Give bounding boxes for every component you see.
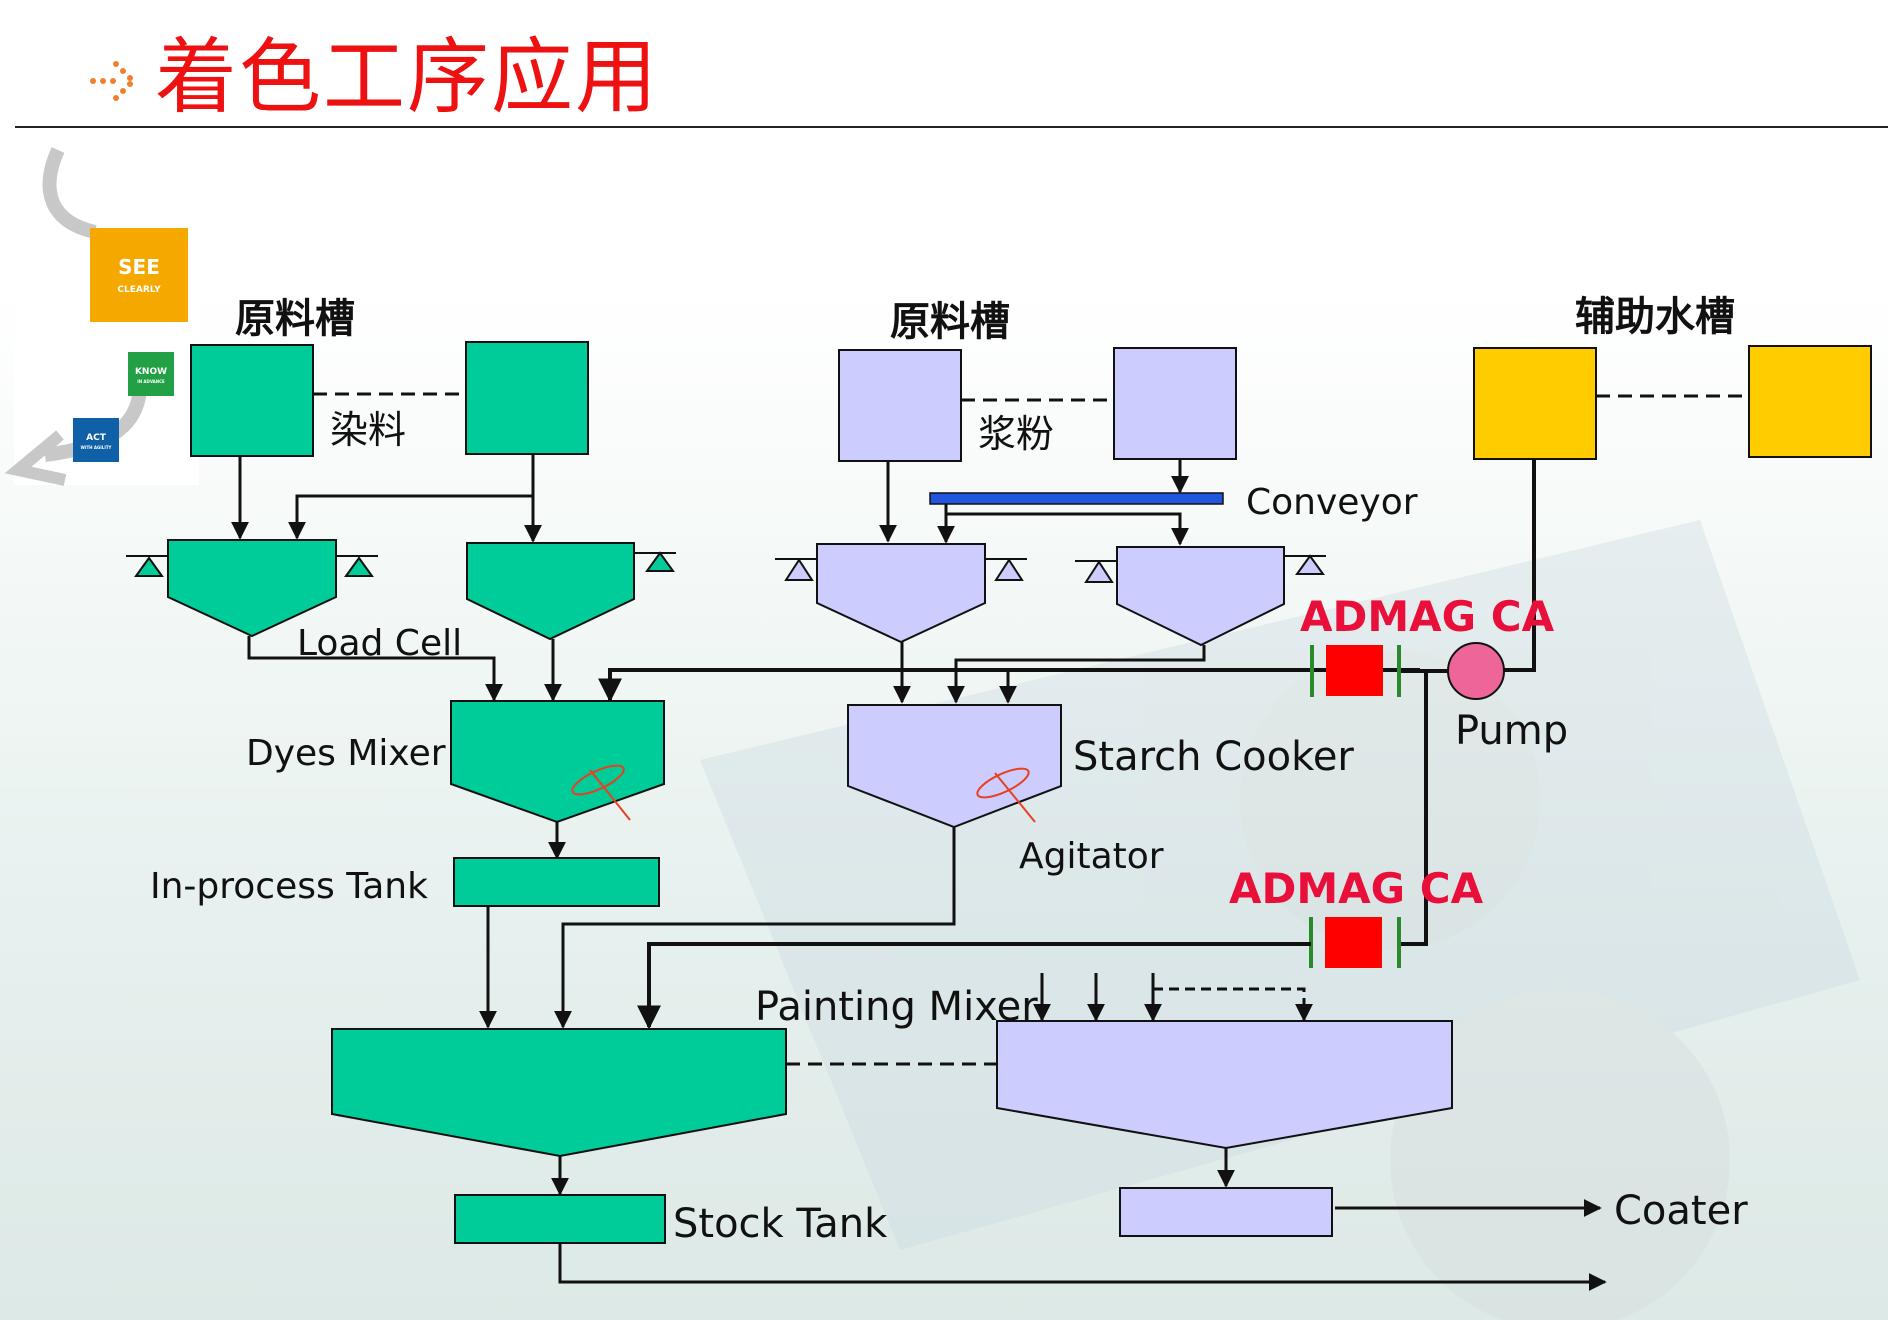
- pump-icon: [1447, 642, 1505, 700]
- logo-see-text: SEE: [118, 255, 160, 279]
- starch-weigh-hopper-1: [816, 543, 986, 644]
- dotted-arrow-icon: [90, 61, 133, 101]
- starch-raw-tank-1: [838, 349, 962, 462]
- starch-stock-tank: [1119, 1187, 1333, 1237]
- dye-raw-tank-2: [465, 341, 589, 455]
- label-starch-cooker: Starch Cooker: [1073, 734, 1354, 780]
- label-agitator: Agitator: [1019, 836, 1164, 877]
- background-watermark: [700, 520, 1860, 1320]
- dye-weigh-hopper-2: [466, 542, 635, 641]
- title-area: 着色工序应用: [0, 0, 1888, 130]
- logo-act-text: ACT: [86, 433, 107, 443]
- dye-raw-tank-1: [190, 344, 314, 457]
- logo: SEE CLEARLY KNOW IN ADVANCE ACT WITH AGI…: [4, 147, 199, 486]
- flowmeter-1-label: ADMAG CA: [1300, 592, 1555, 641]
- logo-know-block: [128, 352, 174, 396]
- label-pump: Pump: [1455, 708, 1568, 754]
- label-painting-mixer: Painting Mixer: [755, 984, 1038, 1030]
- flowmeter-1-icon: [1310, 645, 1401, 697]
- header-aux-water-tanks: 辅助水槽: [1575, 294, 1735, 340]
- title-rule: [15, 126, 1888, 128]
- starch-load-cell-icons: [775, 554, 1326, 583]
- starch-raw-tank-2: [1113, 347, 1237, 460]
- load-cell-icons: [126, 551, 676, 577]
- painting-mixer-dye: [331, 1028, 787, 1158]
- label-coater: Coater: [1614, 1188, 1748, 1234]
- starch-cooker: [847, 704, 1062, 829]
- dyes-mixer: [450, 700, 665, 824]
- page-title: 着色工序应用: [155, 30, 660, 125]
- logo-know-sub: IN ADVANCE: [137, 379, 165, 384]
- starch-cooker-agitator-icon: [976, 767, 1036, 823]
- aux-water-tank-1: [1473, 347, 1597, 460]
- dyes-mixer-agitator-icon: [571, 764, 631, 821]
- label-in-process-tank: In-process Tank: [150, 866, 428, 907]
- logo-see-sub: CLEARLY: [117, 285, 161, 295]
- dye-weigh-hopper-1: [167, 539, 337, 638]
- flowmeter-2-icon: [1309, 917, 1401, 968]
- label-dye: 染料: [330, 408, 406, 452]
- in-process-tank: [453, 857, 660, 907]
- starch-weigh-hopper-2: [1116, 546, 1285, 647]
- flowmeter-2-label: ADMAG CA: [1229, 864, 1484, 913]
- stock-tank: [454, 1194, 666, 1244]
- aux-water-tank-2: [1748, 345, 1872, 458]
- header-raw-starch-tanks: 原料槽: [890, 299, 1010, 345]
- logo-act-sub: WITH AGILITY: [81, 445, 112, 450]
- label-starch-powder: 浆粉: [978, 412, 1054, 456]
- label-stock-tank: Stock Tank: [673, 1201, 888, 1247]
- logo-know-text: KNOW: [135, 367, 167, 377]
- painting-mixer-starch: [996, 1020, 1453, 1150]
- conveyor: [929, 492, 1224, 505]
- label-conveyor: Conveyor: [1246, 482, 1418, 523]
- header-raw-dye-tanks: 原料槽: [235, 296, 355, 342]
- logo-act-block: [73, 418, 119, 462]
- logo-see-block: [90, 228, 188, 322]
- label-dyes-mixer: Dyes Mixer: [246, 733, 446, 774]
